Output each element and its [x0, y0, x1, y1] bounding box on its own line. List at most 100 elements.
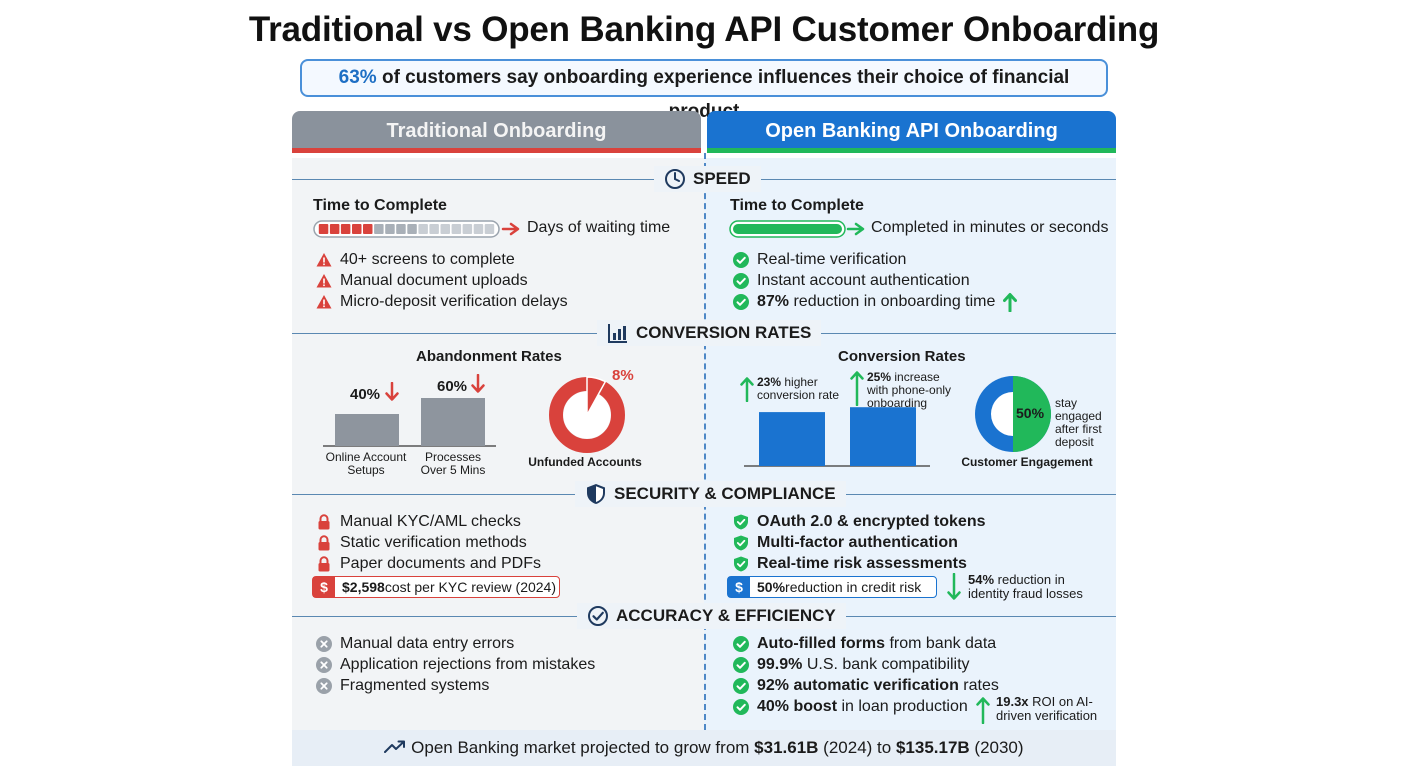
conversion-bar [850, 407, 916, 466]
progress-segment [363, 224, 373, 234]
header-open-banking: Open Banking API Onboarding [707, 111, 1116, 153]
check-circle-icon [733, 678, 749, 694]
list-item: Real-time risk assessments [733, 554, 967, 574]
progress-segment [407, 224, 417, 234]
check-circle-icon [733, 273, 749, 289]
arrow-down-icon [471, 374, 485, 393]
progress-segment [352, 224, 362, 234]
progress-segment [484, 224, 495, 234]
section-security-label: SECURITY & COMPLIANCE [614, 484, 836, 503]
page-title: Traditional vs Open Banking API Customer… [248, 10, 1160, 49]
list-item: Manual KYC/AML checks [316, 512, 521, 532]
dollar-icon: $ [313, 577, 335, 597]
market-projection-footer: Open Banking market projected to grow fr… [292, 730, 1116, 766]
donut-label: Unfunded Accounts [528, 455, 642, 469]
arrow-up-icon [1003, 293, 1018, 312]
list-item: Static verification methods [316, 533, 527, 553]
progress-segment [329, 224, 340, 234]
shield-check-icon [734, 514, 748, 530]
arrow-up-icon [850, 371, 864, 406]
progress-segment [385, 224, 395, 234]
list-item: Manual data entry errors [316, 634, 514, 654]
list-item: Fragmented systems [316, 676, 489, 696]
progress-segment [374, 224, 384, 234]
progress-segment [440, 224, 450, 234]
shield-check-icon [734, 556, 748, 572]
list-item: Real-time verification [733, 250, 906, 270]
conversion-bar [759, 412, 825, 466]
arrow-down-icon [947, 573, 961, 600]
x-circle-icon [316, 636, 332, 652]
abandonment-bar [335, 414, 399, 446]
abandonment-bar-chart [323, 398, 496, 447]
donut-label: Customer Engagement [961, 455, 1093, 469]
lock-icon [318, 556, 330, 572]
list-item: Manual document uploads [316, 271, 528, 291]
list-item: 87% reduction in onboarding time [733, 292, 1018, 312]
chart-title-abandonment: Abandonment Rates [416, 348, 562, 365]
kyc-cost-box: $ $2,598 cost per KYC review (2024) [312, 576, 560, 598]
roi-stat: 19.3x ROI on AI-driven verification [996, 694, 1098, 723]
warning-icon [316, 253, 332, 267]
list-item: Multi-factor authentication [733, 533, 958, 553]
speed-left-subtitle: Time to Complete [313, 197, 447, 214]
list-item: OAuth 2.0 & encrypted tokens [733, 512, 986, 532]
list-item: 92% automatic verification rates [733, 676, 999, 696]
bar-value-label: 60% [437, 378, 468, 395]
donut-value-label: 8% [612, 367, 634, 384]
speed-right-subtitle: Time to Complete [730, 197, 864, 214]
check-circle-icon [733, 252, 749, 268]
warning-icon [316, 274, 332, 288]
donut-slice-unfunded [586, 376, 607, 416]
progress-bar-slow [313, 220, 520, 238]
check-circle-icon [588, 606, 608, 626]
progress-segment [473, 224, 484, 234]
x-circle-icon [316, 657, 332, 673]
credit-risk-box: $ 50% reduction in credit risk [727, 576, 937, 598]
section-security: SECURITY & COMPLIANCE [575, 481, 846, 507]
banner-percent: 63% [338, 67, 377, 88]
speed-right-bar-label: Completed in minutes or seconds [871, 219, 1109, 236]
list-item: Micro-deposit verification delays [316, 292, 568, 312]
section-conversion: CONVERSION RATES [597, 320, 822, 346]
progress-segment [318, 224, 329, 234]
speed-left-bar-label: Days of waiting time [527, 219, 671, 236]
stat-banner: 63% of customers say onboarding experien… [300, 59, 1108, 122]
shield-check-icon [734, 535, 748, 551]
list-item: Auto-filled forms from bank data [733, 634, 996, 654]
conversion-bar-chart [744, 407, 930, 467]
unfunded-donut-chart [549, 376, 625, 453]
list-item: 40+ screens to complete [316, 250, 515, 270]
trend-up-icon [384, 740, 406, 753]
lock-icon [318, 535, 330, 551]
bar-value-label: 40% [350, 386, 381, 403]
progress-segment [429, 224, 439, 234]
header-traditional: Traditional Onboarding [292, 111, 701, 153]
check-circle-icon [733, 636, 749, 652]
check-circle-icon [733, 699, 749, 715]
x-circle-icon [316, 678, 332, 694]
check-circle-icon [733, 294, 749, 310]
donut-value-label: 50% [1016, 405, 1045, 421]
progress-segment [340, 224, 351, 234]
progress-bar-fast [729, 220, 865, 238]
arrow-up-icon [740, 377, 754, 402]
dollar-icon: $ [728, 577, 750, 597]
warning-icon [316, 295, 332, 309]
column-divider [704, 153, 706, 730]
list-item: 40% boost in loan production [733, 697, 968, 717]
section-speed: SPEED [654, 166, 761, 192]
abandonment-bar [421, 398, 485, 446]
progress-segment [451, 224, 462, 234]
list-item: Paper documents and PDFs [316, 554, 541, 574]
shield-icon [587, 484, 605, 504]
progress-segment [418, 224, 428, 234]
check-circle-icon [733, 657, 749, 673]
chart-title-conversion: Conversion Rates [838, 348, 966, 365]
